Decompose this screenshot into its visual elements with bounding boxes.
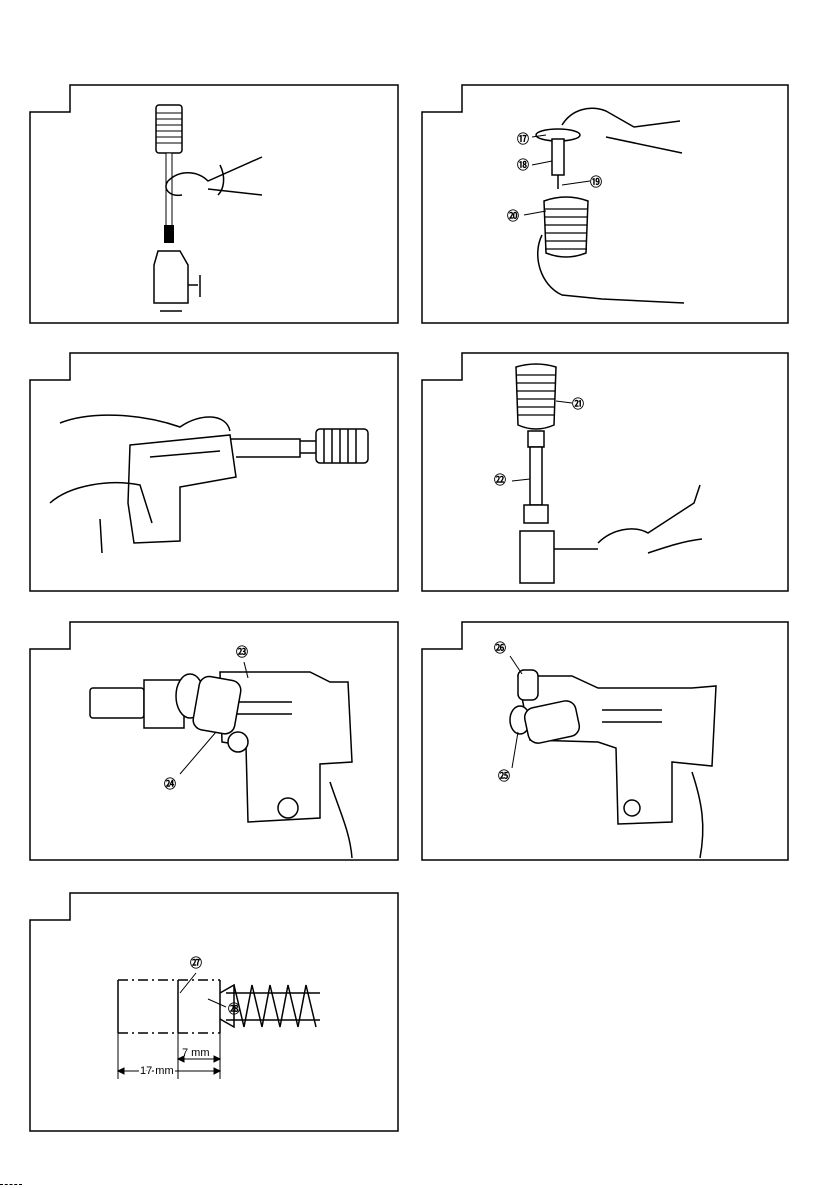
- callout-25: ㉕: [498, 768, 510, 783]
- callout-18: ⑱: [517, 157, 529, 172]
- callout-27: ㉗: [190, 955, 202, 970]
- hand-illustration: [598, 485, 702, 553]
- callout-22: ㉒: [494, 472, 506, 487]
- hammer-body-illustration: [518, 676, 716, 858]
- core-bit-illustration: [316, 429, 368, 463]
- callout-21: ㉑: [572, 396, 584, 411]
- bit-profile-diagram: [118, 980, 320, 1033]
- callout-24: ㉔: [164, 776, 176, 791]
- figure-3-panel: [30, 353, 400, 593]
- hammer-body-illustration: [154, 251, 200, 311]
- hammer-body-illustration: [520, 531, 598, 583]
- hammer-body-illustration: [128, 435, 320, 543]
- core-bit-illustration: [516, 364, 556, 429]
- hand-illustration: [166, 157, 262, 195]
- figure-4-panel: ㉑ ㉒: [422, 353, 790, 593]
- page-edge-mark: [0, 1184, 22, 1187]
- dimension-7mm: 7 mm: [182, 1047, 210, 1059]
- center-pin-illustration: [536, 129, 580, 189]
- side-handle-illustration: [176, 674, 248, 752]
- callout-23: ㉓: [236, 644, 248, 659]
- dimension-17mm: 17 mm: [140, 1065, 174, 1077]
- core-bit-illustration: [544, 197, 588, 257]
- callout-17: ⑰: [517, 131, 529, 146]
- callout-20: ⑳: [507, 208, 519, 223]
- callout-19: ⑲: [590, 174, 602, 189]
- adapter-illustration: [524, 431, 548, 523]
- figure-5-panel: ㉓ ㉔: [30, 622, 400, 862]
- callout-26: ㉖: [494, 640, 506, 655]
- figure-1-panel: [30, 85, 400, 325]
- figure-6-panel: ㉖ ㉕: [422, 622, 790, 862]
- callout-28: ㉘: [228, 1001, 240, 1016]
- figure-7-panel: 7 mm 17 mm ㉗ ㉘: [30, 893, 400, 1133]
- figure-2-panel: ⑰ ⑱ ⑲ ⑳: [422, 85, 790, 325]
